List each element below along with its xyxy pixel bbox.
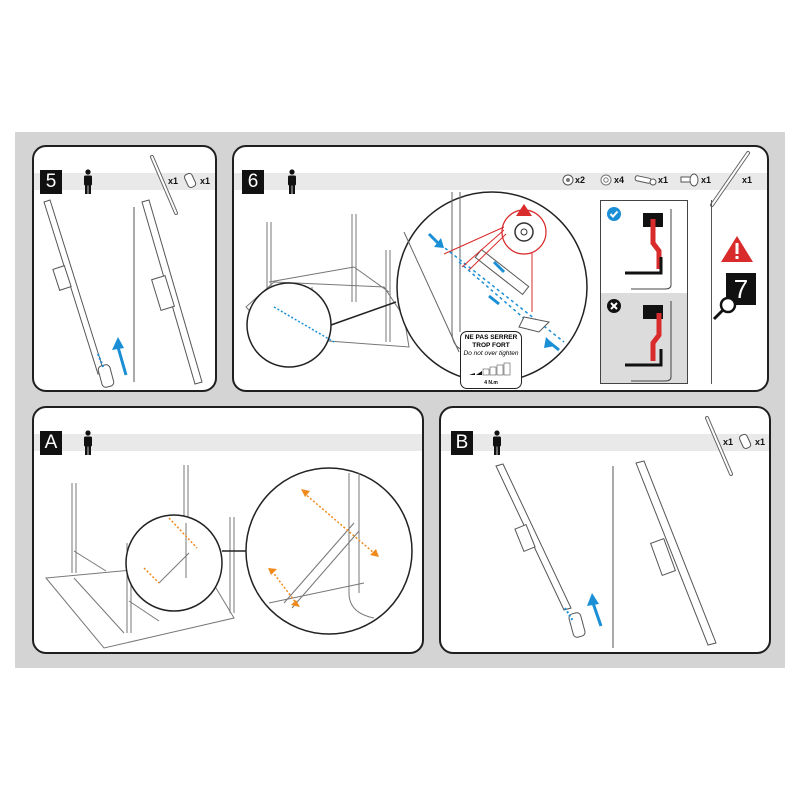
- torque-scale-icon: [469, 362, 511, 376]
- cap-screw-icon: [680, 173, 699, 187]
- correct-state: [601, 201, 687, 294]
- step-number: 6: [242, 170, 264, 194]
- part-qty: x4: [614, 175, 625, 185]
- strut-icon: [150, 155, 178, 215]
- person-icon: [84, 430, 92, 455]
- part-qty: x1: [701, 175, 712, 185]
- part-qty: x1: [658, 175, 669, 185]
- sleeve-icon: [738, 433, 752, 449]
- header-band: [34, 173, 215, 190]
- bolt-icon: [634, 175, 657, 186]
- incorrect-state: [601, 293, 687, 383]
- panel-step-B: B x1 x1: [439, 406, 771, 654]
- step-number: B: [451, 431, 473, 455]
- divider: [711, 200, 712, 384]
- part-qty: x1: [742, 175, 753, 185]
- person-icon: [84, 169, 92, 194]
- nut-icon: [562, 174, 574, 186]
- washer-icon: [600, 174, 612, 186]
- panel-step-5: 5 x1 x1: [32, 145, 217, 392]
- step-number: 5: [40, 170, 62, 194]
- person-icon: [493, 430, 501, 455]
- step-number: A: [40, 431, 62, 455]
- part-qty: x1: [200, 176, 211, 186]
- table-assembly-illustration: [245, 191, 588, 383]
- assembly-illustration: [495, 460, 717, 648]
- fitting-check-box: [600, 200, 688, 384]
- magnifier-icon: [712, 296, 737, 321]
- torque-warning: NE PAS SERRER TROP FORT Do not over tigh…: [460, 331, 522, 389]
- panel-step-A: A: [32, 406, 424, 654]
- assembly-illustration: [43, 199, 203, 388]
- part-qty: x1: [723, 437, 734, 447]
- part-qty: x1: [168, 176, 179, 186]
- table-frame-illustration: [45, 465, 413, 649]
- header-band: [441, 434, 769, 451]
- warning-triangle-icon: [721, 236, 753, 262]
- cross-icon: [607, 299, 621, 313]
- part-qty: x1: [755, 437, 766, 447]
- check-icon: [607, 207, 621, 221]
- incorrect-fitting-illustration: [625, 301, 672, 382]
- header-band: [234, 173, 767, 190]
- panel-step-6: 6 x2 x4 x1 x1 x1: [232, 145, 769, 392]
- correct-fitting-illustration: [625, 209, 672, 290]
- see-step-reference: 7: [726, 273, 756, 305]
- sleeve-icon: [183, 172, 197, 188]
- person-icon: [288, 169, 296, 194]
- strut-icon: [705, 416, 733, 476]
- part-qty: x2: [575, 175, 586, 185]
- header-band: [34, 434, 422, 451]
- strut-icon: [710, 151, 750, 207]
